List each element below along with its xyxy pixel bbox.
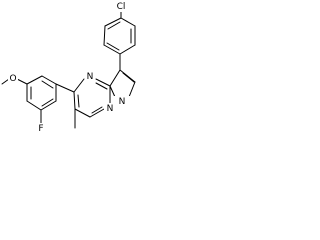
pyrimidine-ring: [73, 78, 111, 118]
double-bond-inner: [41, 80, 54, 89]
bond: [55, 83, 75, 93]
atom-label-fluorine: F: [36, 123, 46, 134]
bond: [95, 78, 111, 87]
bond: [103, 44, 121, 55]
bond: [119, 69, 136, 83]
double-bond-inner: [95, 82, 108, 90]
chlorophenyl-ring: [103, 11, 136, 55]
bond: [41, 75, 57, 85]
bond: [104, 17, 122, 27]
bond: [73, 91, 76, 110]
double-bond-inner: [77, 94, 80, 108]
bond: [26, 100, 42, 111]
double-bond-inner: [41, 98, 54, 107]
double-bond-inner: [122, 72, 135, 83]
bond: [26, 75, 43, 85]
oxygen-label: O: [9, 74, 16, 84]
double-bond-inner: [106, 42, 120, 51]
bond: [40, 100, 57, 111]
bond: [103, 25, 106, 46]
bond: [128, 81, 136, 98]
bond: [16, 78, 28, 85]
nitrogen-label: N: [87, 72, 94, 82]
bond: [119, 44, 136, 55]
atom-label-chlorine: Cl: [112, 1, 130, 12]
bond: [120, 17, 136, 27]
bond: [74, 108, 91, 118]
nitrogen-label: N: [119, 97, 126, 107]
double-bond-inner: [91, 106, 103, 114]
bond: [109, 85, 116, 98]
atom-label-bridgehead-nitrogen: N: [104, 103, 116, 114]
bond: [89, 108, 105, 118]
atom-label-pyrimidine-nitrogen: N: [85, 71, 95, 82]
nitrogen-label: N: [107, 104, 114, 114]
atom-label-oxygen: O: [8, 73, 18, 84]
chemical-structure: Cl O F N N N: [1, 1, 136, 134]
fluorine-label: F: [38, 124, 43, 134]
pyrazole-ring: [109, 69, 136, 98]
bond: [1, 78, 10, 85]
chlorine-label: Cl: [117, 2, 126, 12]
bond: [73, 78, 85, 93]
atom-label-pyrazole-nitrogen: N: [114, 96, 130, 107]
double-bond-inner: [107, 21, 121, 30]
bond: [109, 69, 121, 87]
fluoromethoxyphenyl-ring: [1, 75, 57, 125]
